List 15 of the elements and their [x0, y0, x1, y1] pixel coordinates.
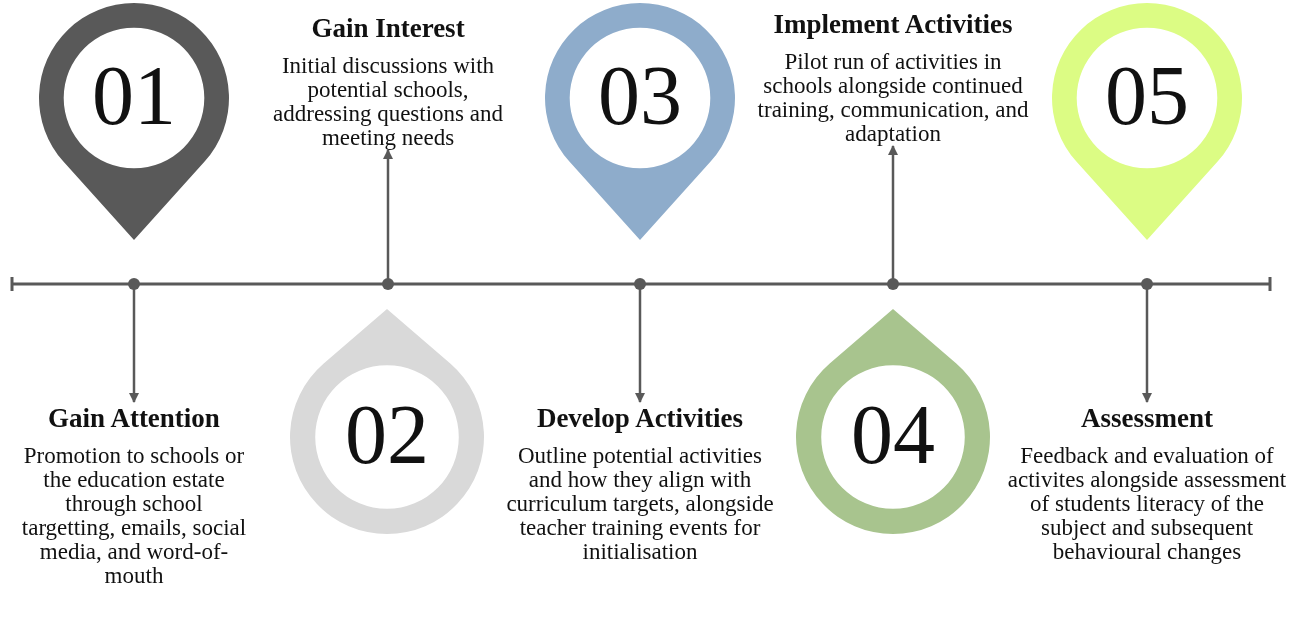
- step-heading: Develop Activities: [535, 402, 745, 434]
- step-heading: Assessment: [1080, 402, 1214, 434]
- step-description: Pilot run of activities in schools alongside continued training, communication, and adaptation: [756, 50, 1030, 146]
- step-description: Outline potential activities and how they align with curriculum targets, alongside teacher training events for initialisation: [505, 444, 775, 564]
- step-heading: Gain Attention: [47, 402, 221, 434]
- step-heading: Gain Interest: [310, 12, 466, 44]
- step-description: Initial discussions with potential schools, addressing questions and meeting needs: [272, 54, 504, 150]
- step-description: Feedback and evaluation of activites alongside assessment of students literacy of the subject and subsequent behavioural changes: [1006, 444, 1288, 564]
- step-number: 01: [91, 54, 177, 138]
- step-heading: Implement Activities: [772, 8, 1014, 40]
- step-number: 03: [597, 54, 683, 138]
- step-description: Promotion to schools or the education estate through school targetting, emails, social media, and word-of-mouth: [20, 444, 248, 588]
- step-number: 02: [344, 393, 430, 477]
- step-number: 05: [1104, 54, 1190, 138]
- step-number: 04: [850, 393, 936, 477]
